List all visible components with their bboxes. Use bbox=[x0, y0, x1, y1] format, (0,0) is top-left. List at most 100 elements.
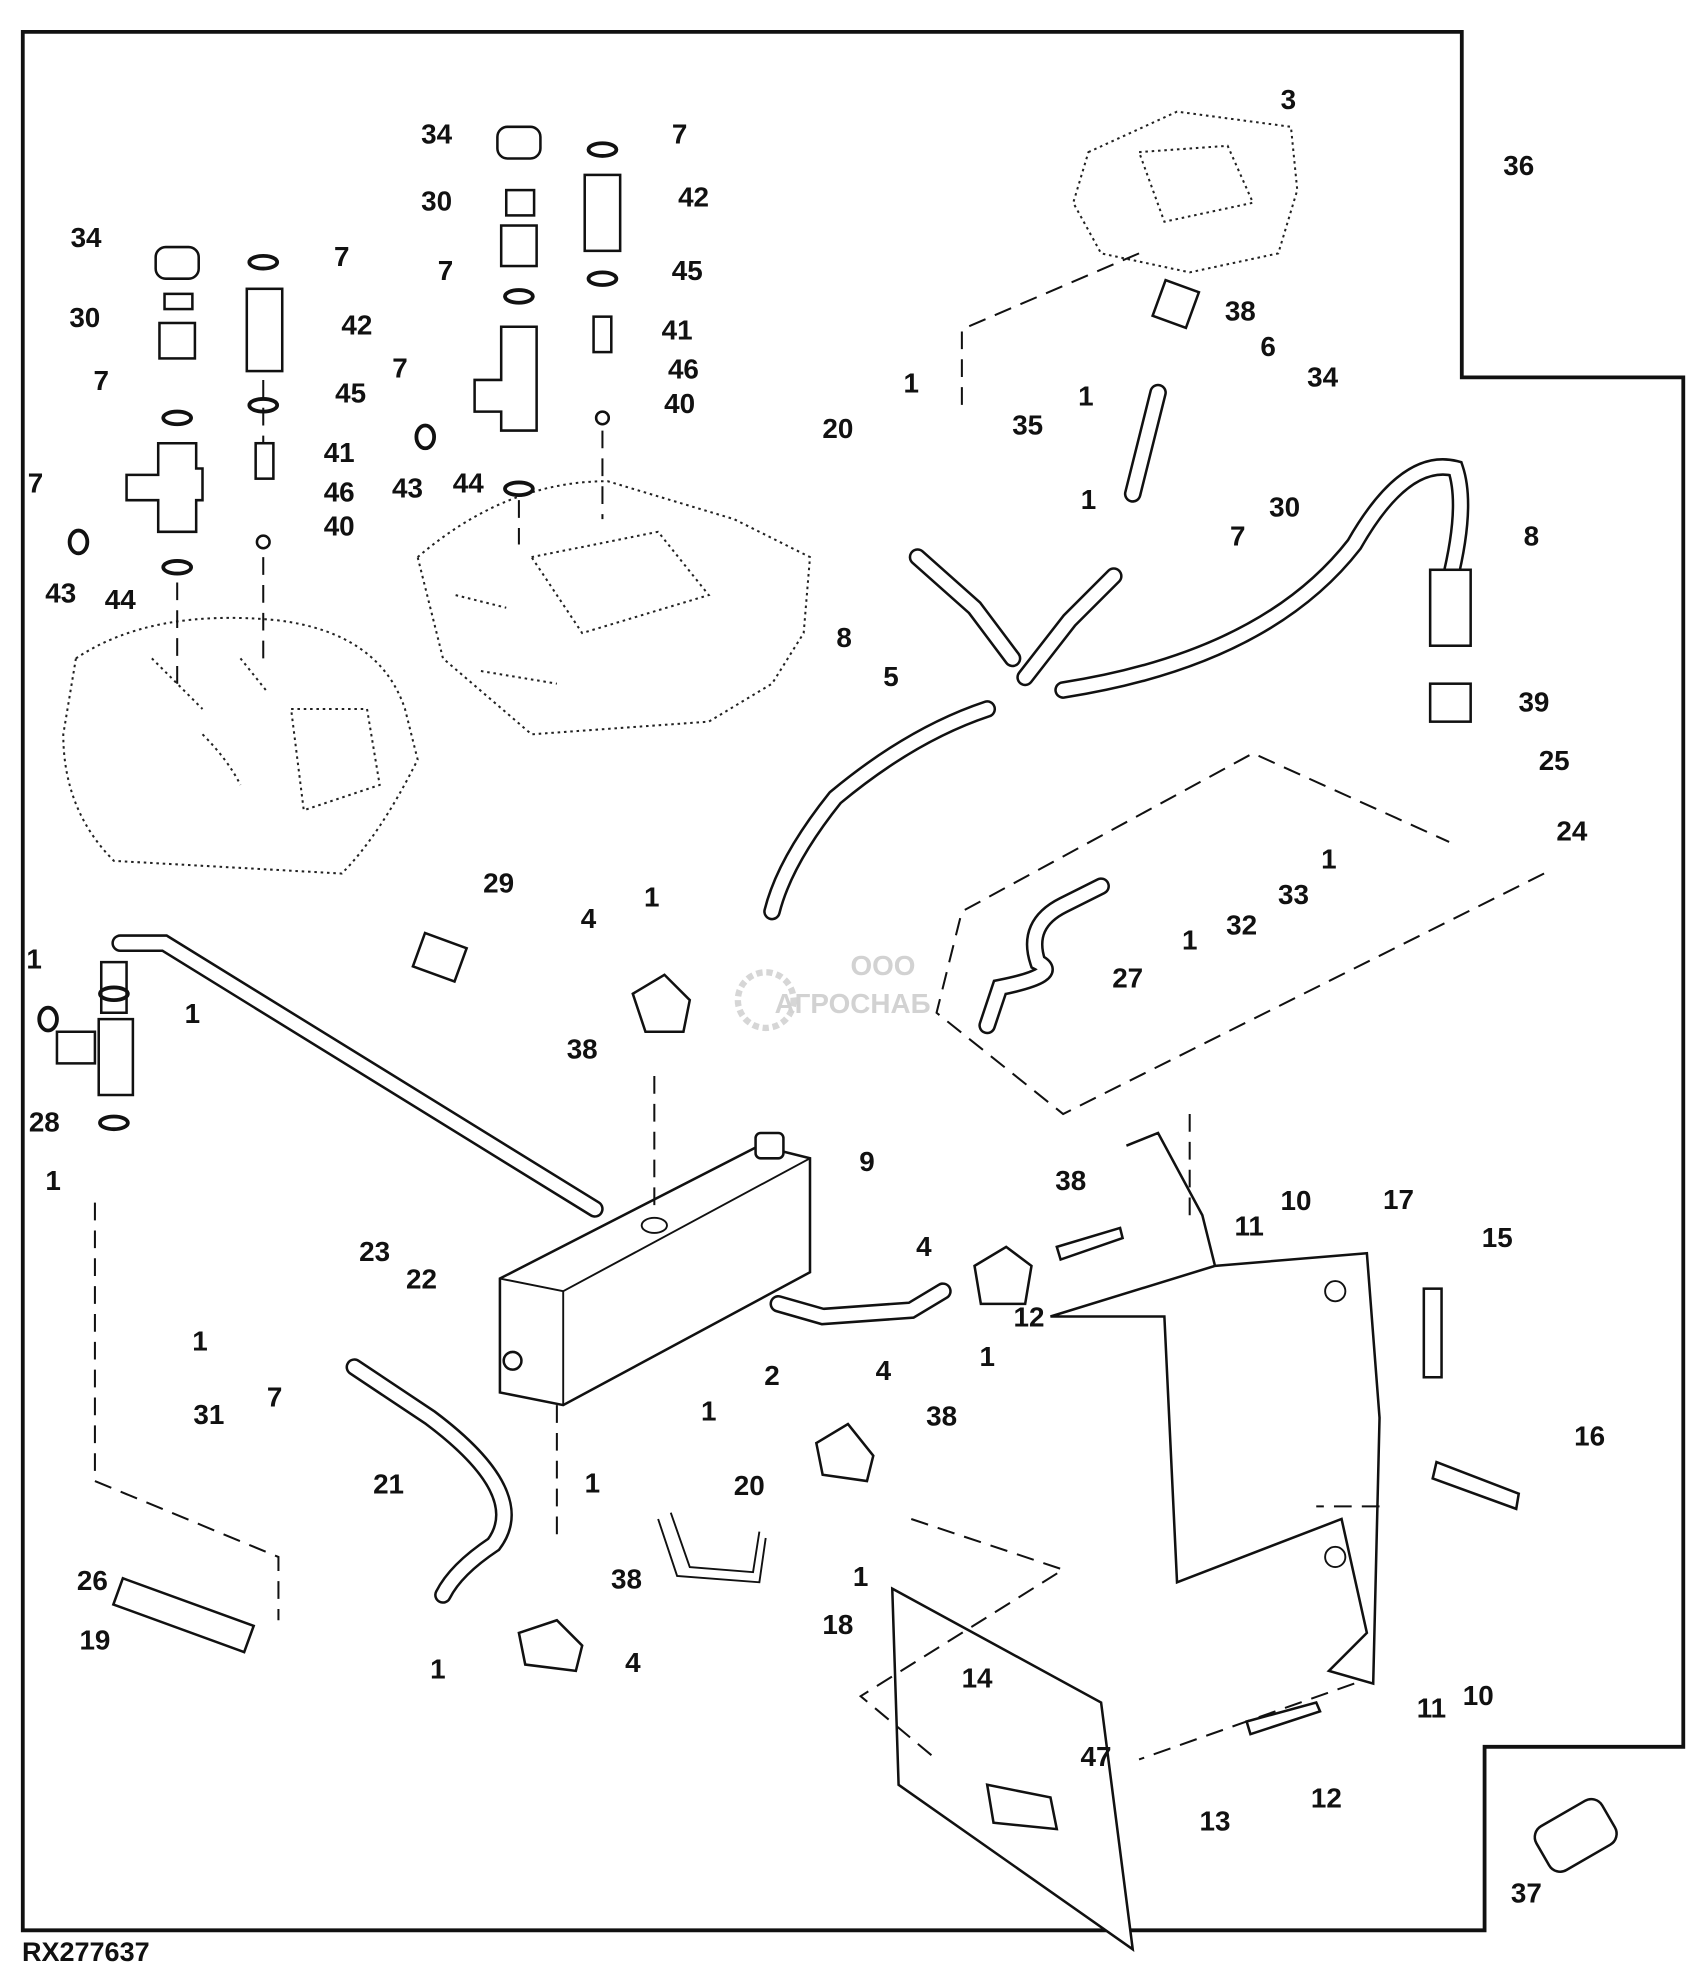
callout-21: 21 bbox=[373, 1469, 404, 1500]
callout-33: 33 bbox=[1278, 879, 1309, 910]
callout-34: 34 bbox=[421, 118, 452, 149]
figure-id: RX277637 bbox=[22, 1937, 150, 1967]
callout-24: 24 bbox=[1556, 816, 1587, 847]
callout-3: 3 bbox=[1281, 84, 1296, 115]
callout-1: 1 bbox=[904, 368, 919, 399]
callout-30: 30 bbox=[421, 185, 452, 216]
callout-38: 38 bbox=[926, 1400, 957, 1431]
callout-1: 1 bbox=[1321, 843, 1336, 874]
callout-23: 23 bbox=[359, 1236, 390, 1267]
callout-1: 1 bbox=[1078, 380, 1093, 411]
callout-11: 11 bbox=[1234, 1211, 1263, 1242]
pump-housing-left bbox=[62, 616, 419, 875]
callout-45: 45 bbox=[335, 378, 366, 409]
callout-7: 7 bbox=[28, 468, 43, 499]
callout-42: 42 bbox=[678, 182, 709, 213]
callout-22: 22 bbox=[406, 1264, 437, 1295]
callout-9: 9 bbox=[859, 1146, 874, 1177]
callout-1: 1 bbox=[185, 998, 200, 1029]
callout-38: 38 bbox=[611, 1564, 642, 1595]
callout-7: 7 bbox=[267, 1381, 282, 1412]
callout-4: 4 bbox=[581, 903, 597, 934]
callout-37: 37 bbox=[1511, 1877, 1542, 1908]
fitting-stack-center bbox=[414, 125, 622, 545]
hose-8-right bbox=[1054, 458, 1472, 723]
callout-43: 43 bbox=[45, 578, 76, 609]
callout-34: 34 bbox=[71, 222, 102, 253]
callout-42: 42 bbox=[341, 309, 372, 340]
callout-2: 2 bbox=[764, 1360, 779, 1391]
hose-8-left bbox=[908, 548, 1123, 687]
callout-1: 1 bbox=[701, 1395, 716, 1426]
callout-12: 12 bbox=[1013, 1302, 1044, 1333]
callout-45: 45 bbox=[672, 255, 703, 286]
watermark-small: ООО bbox=[851, 950, 916, 981]
callout-7: 7 bbox=[392, 352, 407, 383]
callout-15: 15 bbox=[1482, 1222, 1513, 1253]
callout-38: 38 bbox=[567, 1033, 598, 1064]
callout-44: 44 bbox=[105, 584, 136, 615]
callout-4: 4 bbox=[876, 1355, 892, 1386]
callout-4: 4 bbox=[625, 1647, 641, 1678]
tube-18 bbox=[657, 1512, 767, 1584]
tube-27 bbox=[978, 877, 1110, 1035]
callout-1: 1 bbox=[1182, 924, 1197, 955]
callout-38: 38 bbox=[1055, 1165, 1086, 1196]
callout-26: 26 bbox=[77, 1565, 108, 1596]
callout-16: 16 bbox=[1574, 1421, 1605, 1452]
callout-1: 1 bbox=[26, 943, 41, 974]
callout-32: 32 bbox=[1226, 909, 1257, 940]
callout-46: 46 bbox=[324, 476, 355, 507]
callout-7: 7 bbox=[94, 365, 109, 396]
callout-36: 36 bbox=[1503, 150, 1534, 181]
callout-5: 5 bbox=[883, 661, 898, 692]
elbow-fittings bbox=[411, 931, 1033, 1673]
pump-housing-center bbox=[416, 480, 812, 736]
callout-8: 8 bbox=[836, 622, 851, 653]
callout-31: 31 bbox=[193, 1399, 224, 1430]
callout-7: 7 bbox=[334, 241, 349, 272]
diagram-border bbox=[20, 29, 1686, 1933]
callout-18: 18 bbox=[822, 1609, 853, 1640]
callout-43: 43 bbox=[392, 473, 423, 504]
valve-block bbox=[498, 1131, 812, 1407]
bolts bbox=[1055, 1226, 1521, 1736]
callout-10: 10 bbox=[1281, 1185, 1312, 1216]
callout-1: 1 bbox=[644, 881, 659, 912]
callout-7: 7 bbox=[672, 118, 687, 149]
callout-47: 47 bbox=[1081, 1741, 1112, 1772]
callout-19: 19 bbox=[79, 1624, 110, 1655]
callout-41: 41 bbox=[662, 314, 693, 345]
callout-1: 1 bbox=[1081, 484, 1096, 515]
callout-7: 7 bbox=[1230, 521, 1245, 552]
callout-1: 1 bbox=[853, 1561, 868, 1592]
tube-21 bbox=[345, 1358, 513, 1604]
callout-10: 10 bbox=[1463, 1680, 1494, 1711]
hose-2 bbox=[769, 1282, 952, 1326]
callout-1: 1 bbox=[430, 1653, 445, 1684]
callout-28: 28 bbox=[29, 1107, 60, 1138]
watermark-brand: АГРОСНАБ bbox=[775, 988, 931, 1019]
callout-14: 14 bbox=[962, 1662, 993, 1693]
callout-7: 7 bbox=[438, 255, 453, 286]
callout-40: 40 bbox=[664, 388, 695, 419]
callout-39: 39 bbox=[1518, 687, 1549, 718]
callout-34: 34 bbox=[1307, 361, 1338, 392]
callout-11: 11 bbox=[1417, 1693, 1446, 1724]
mounting-bracket bbox=[1050, 1131, 1443, 1686]
callout-4: 4 bbox=[916, 1231, 932, 1262]
callout-1: 1 bbox=[192, 1326, 207, 1357]
callout-6: 6 bbox=[1260, 331, 1275, 362]
callout-40: 40 bbox=[324, 511, 355, 542]
callout-13: 13 bbox=[1200, 1805, 1231, 1836]
hose-5 bbox=[763, 700, 997, 921]
callout-30: 30 bbox=[69, 302, 100, 333]
callout-12: 12 bbox=[1311, 1783, 1342, 1814]
callout-44: 44 bbox=[453, 468, 484, 499]
tube-28 bbox=[37, 934, 604, 1218]
callout-46: 46 bbox=[668, 354, 699, 385]
watermark: ООО АГРОСНАБ bbox=[734, 950, 931, 1032]
panel-13 bbox=[111, 1576, 1618, 1952]
